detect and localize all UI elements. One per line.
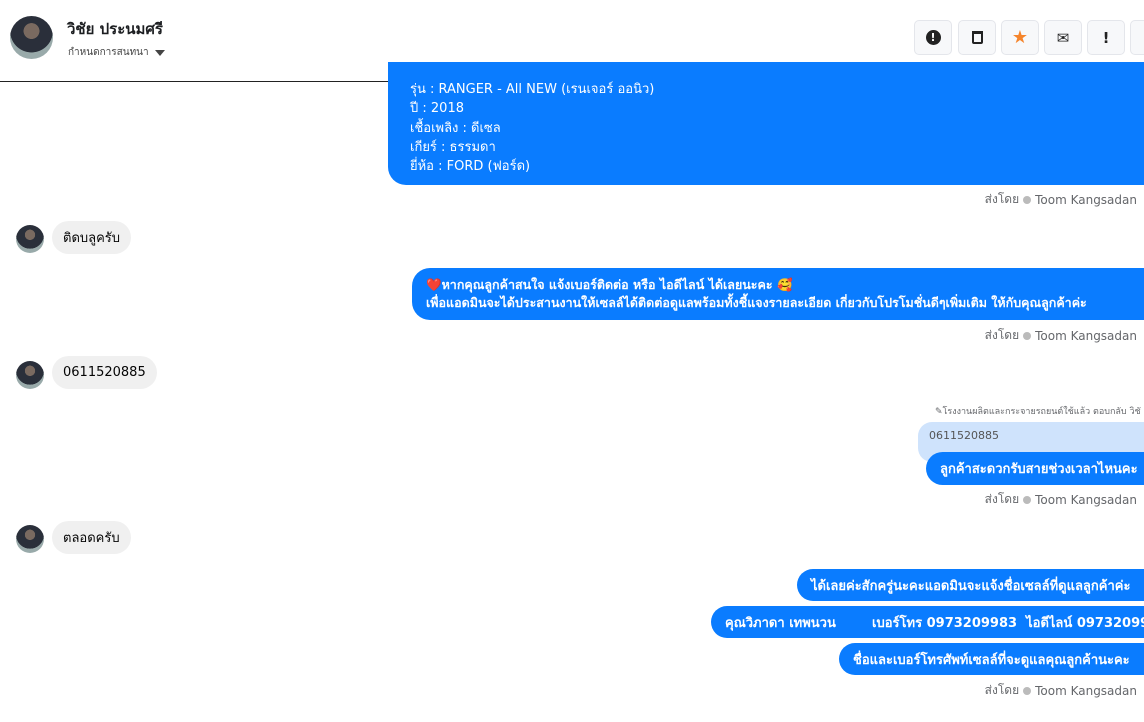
incoming-message: ตลอดครับ	[52, 521, 131, 554]
agent-name: Toom Kangsadan	[1035, 683, 1137, 698]
agent-icon	[1023, 195, 1032, 204]
sent-by-prefix: ส่งโดย	[984, 192, 1020, 206]
star-icon: ★	[1011, 27, 1029, 48]
car-model: รุ่น : RANGER - All NEW (เรนเจอร์ ออนิว)	[410, 82, 655, 97]
trash-icon	[971, 31, 983, 44]
reply-note: ✎โรงงานผลิตและกระจายรถยนต์ใช้แล้ว ตอบกลั…	[935, 407, 1141, 417]
exclamation-icon: !	[1102, 28, 1110, 47]
chevron-down-icon	[154, 49, 165, 56]
outgoing-message: ได้เลยค่ะสักครู่นะคะแอดมินจะแจ้งชื่อเซลล…	[797, 569, 1144, 601]
incoming-message: ติดบลูครับ	[52, 221, 132, 254]
reply-note-text: โรงงานผลิตและกระจายรถยนต์ใช้แล้ว ตอบกลับ…	[942, 407, 1141, 417]
sent-by: ส่งโดย Toom Kangsadan	[985, 326, 1137, 345]
spam-button[interactable]: !	[1087, 20, 1125, 55]
agent-icon	[1023, 686, 1032, 695]
agent-name: Toom Kangsadan	[1035, 328, 1137, 343]
alert-button[interactable]: !	[914, 20, 952, 55]
agent-icon	[1023, 495, 1032, 504]
mail-icon: ✉	[1056, 28, 1070, 47]
message-line: เพื่อแอดมินจะได้ประสานงานให้เซลล์ได้ติดต…	[426, 295, 1087, 310]
sent-by: ส่งโดย Toom Kangsadan	[985, 490, 1137, 509]
sent-by-prefix: ส่งโดย	[984, 683, 1020, 697]
avatar[interactable]	[10, 16, 53, 59]
avatar	[16, 361, 44, 389]
more-button[interactable]	[1130, 20, 1144, 55]
avatar	[16, 525, 44, 553]
car-brand: ยี่ห้อ : FORD (ฟอร์ด)	[410, 159, 531, 175]
contact-name: วิชัย ประนมศรี	[67, 20, 163, 38]
conversation-settings-dropdown[interactable]: กำหนดการสนทนา	[68, 45, 165, 60]
sent-by-prefix: ส่งโดย	[984, 328, 1020, 342]
message-line: ❤️หากคุณลูกค้าสนใจ แจ้งเบอร์ติดต่อ หรือ …	[426, 277, 793, 292]
delete-button[interactable]	[958, 20, 996, 55]
outgoing-message: ลูกค้าสะดวกรับสายช่วงเวลาไหนคะ	[926, 452, 1144, 485]
outgoing-message: ❤️หากคุณลูกค้าสนใจ แจ้งเบอร์ติดต่อ หรือ …	[412, 268, 1144, 320]
conversation-settings-label: กำหนดการสนทนา	[68, 47, 149, 58]
sent-by: ส่งโดย Toom Kangsadan	[985, 190, 1137, 209]
mail-button[interactable]: ✉	[1044, 20, 1082, 55]
avatar	[16, 225, 44, 253]
star-button[interactable]: ★	[1001, 20, 1039, 55]
car-year: ปี : 2018	[410, 101, 464, 117]
outgoing-message-car-info: รุ่น : RANGER - All NEW (เรนเจอร์ ออนิว)…	[388, 62, 1144, 185]
car-fuel: เชื้อเพลิง : ดีเซล	[410, 120, 501, 136]
sent-by-prefix: ส่งโดย	[984, 492, 1020, 506]
agent-name: Toom Kangsadan	[1035, 492, 1137, 507]
agent-icon	[1023, 331, 1032, 340]
outgoing-message: คุณวิภาดา เทพนวน เบอร์โทร 0973209983 ไอด…	[711, 606, 1144, 638]
sent-by: ส่งโดย Toom Kangsadan	[985, 681, 1137, 700]
incoming-message: 0611520885	[52, 356, 157, 389]
outgoing-message: ชื่อและเบอร์โทรศัพท์เซลล์ที่จะดูแลคุณลูก…	[839, 643, 1144, 675]
alert-circle-icon: !	[925, 30, 941, 45]
agent-name: Toom Kangsadan	[1035, 192, 1137, 207]
car-gear: เกียร์ : ธรรมดา	[410, 139, 496, 155]
